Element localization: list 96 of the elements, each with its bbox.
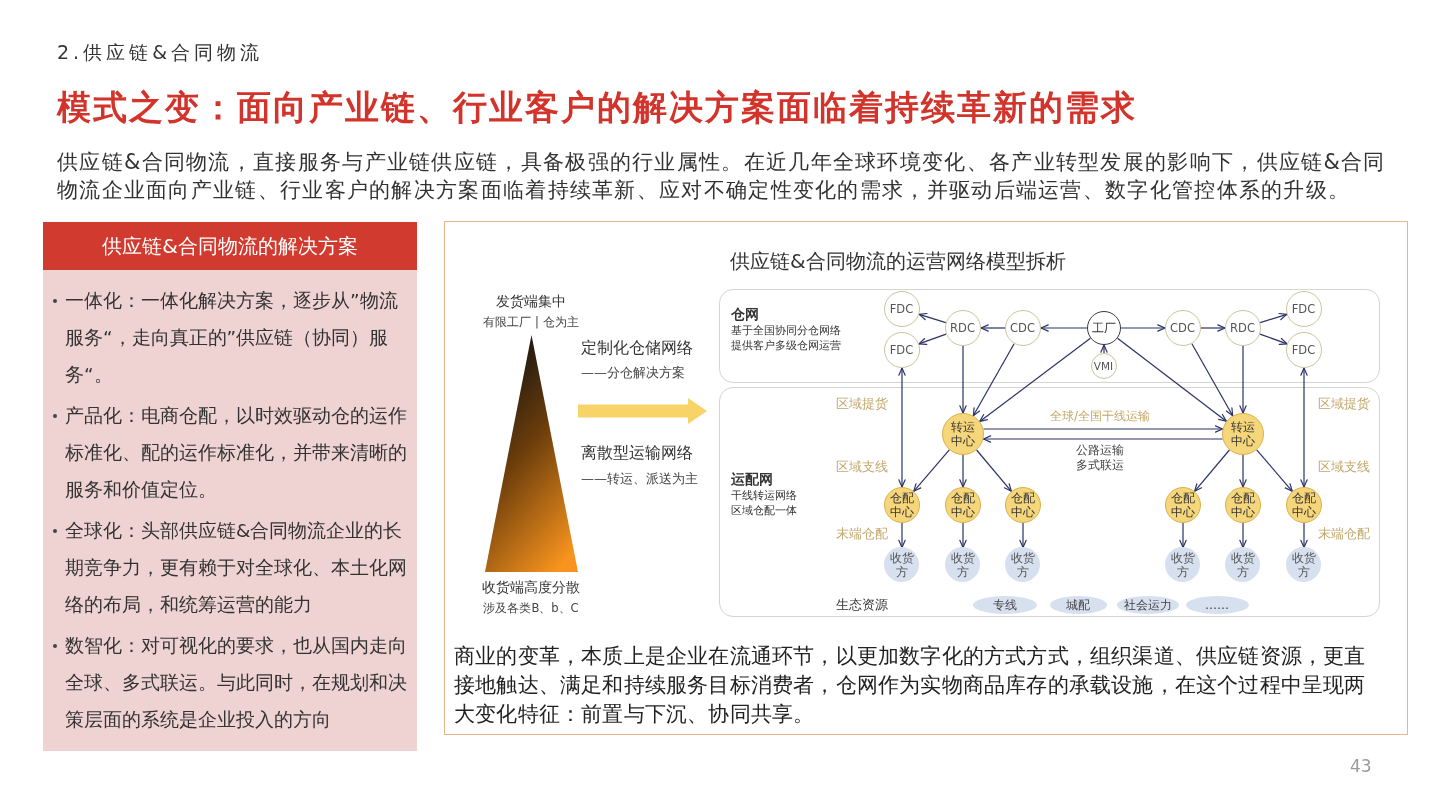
zone-label: 区域支线 — [836, 459, 888, 475]
arrow — [1259, 333, 1288, 345]
receiver-circle: 收货方 — [884, 547, 919, 582]
arrow — [1239, 345, 1247, 414]
zone-label: 末端仓配 — [836, 526, 888, 542]
site-circle: RDC — [944, 309, 981, 346]
resource-pill: …… — [1185, 595, 1249, 614]
receiver-circle: 收货方 — [945, 547, 980, 582]
resource-pill: 专线 — [972, 595, 1037, 614]
edge-label: 全球/全国干线运输 — [1048, 409, 1152, 424]
network-subcaption: ——分仓解决方案 — [581, 365, 685, 382]
arrow — [1239, 522, 1247, 549]
arrow — [1300, 522, 1308, 549]
summary-paragraph: 商业的变革，本质上是企业在流通环节，以更加数字化的方式方式，组织渠道、供应链资源，更直接地触达、满足和持续服务目标消费者，仓网作为实物商品库存的承载设施，在这个过程中呈现两大变化特征：前置与下沉、协同共享。 — [454, 643, 1367, 728]
bullet-text: 一体化：一体化解决方案，逐步从”物流服务“，走向真正的”供应链（协同）服务“。 — [53, 282, 412, 393]
network-caption: 定制化仓储网络 — [581, 339, 693, 359]
figure-frame — [444, 221, 1408, 735]
band-note: 干线转运网络区域仓配一体 — [730, 487, 798, 518]
shape-note: 涉及各类B、b、C — [483, 600, 579, 616]
arrow — [913, 449, 950, 492]
arrow — [1116, 337, 1227, 422]
zone-label: 区域提货 — [836, 396, 888, 412]
arrow — [1120, 324, 1166, 332]
zone-label: 末端仓配 — [1318, 526, 1370, 542]
solution-panel — [43, 222, 417, 751]
site-circle: CDC — [1004, 309, 1041, 346]
arrow — [976, 449, 1012, 492]
page-title: 模式之变：面向产业链、行业客户的解决方案面临着持续革新的需求 — [57, 86, 1137, 128]
hub-circle: 转运中心 — [941, 412, 984, 455]
hub-circle: 仓配中心 — [1285, 486, 1322, 523]
site-circle: CDC — [1164, 309, 1201, 346]
site-circle: RDC — [1224, 309, 1261, 346]
hub-circle: 仓配中心 — [883, 486, 920, 523]
page-number: 43 — [1350, 756, 1372, 778]
double-arrow — [1300, 367, 1308, 488]
hub-circle: 仓配中心 — [1004, 486, 1041, 523]
hub-circle: 仓配中心 — [944, 486, 981, 523]
arrow — [959, 454, 967, 488]
arrow — [1239, 454, 1247, 488]
arrow — [1200, 324, 1226, 332]
network-caption: 离散型运输网络 — [581, 444, 693, 464]
band-title: 运配网 — [730, 469, 774, 488]
arrow — [1191, 343, 1234, 417]
bullet-text: 全球化：头部供应链&合同物流企业的长期竞争力，更有赖于对全球化、本土化网络的布局，和统筹运营的能力 — [53, 512, 412, 623]
intro-paragraph: 供应链&合同物流，直接服务与产业链供应链，具备极强的行业属性。在近几年全球环境变化、各产业转型发展的影响下，供应链&合同物流企业面向产业链、行业客户的解决方案面临着持续革新、应对不确定性变化的需求，并驱动后端运营、数字化管控体系的升级。 — [57, 149, 1387, 204]
hub-circle: 仓配中心 — [1224, 486, 1261, 523]
network-subcaption: ——转运、派送为主 — [581, 471, 698, 488]
receiver-circle: 收货方 — [1225, 547, 1260, 582]
resource-pill: 城配 — [1049, 595, 1107, 614]
site-circle: VMI — [1090, 352, 1117, 379]
shape-note: 有限工厂 | 仓为主 — [483, 314, 579, 330]
arrow — [1194, 449, 1230, 492]
receiver-circle: 收货方 — [1286, 547, 1321, 582]
receiver-circle: 收货方 — [1165, 547, 1200, 582]
arrow — [1179, 522, 1187, 549]
arrow — [982, 425, 1224, 433]
band-title: 仓网 — [730, 304, 760, 323]
double-arrow — [898, 367, 906, 488]
block-arrow — [578, 398, 707, 424]
band-note: 基于全国协同分仓网络提供客户多级仓网运营 — [730, 322, 842, 353]
shape-caption: 收货端高度分散 — [482, 577, 580, 596]
resource-pill: 社会运力 — [1116, 595, 1179, 614]
edge-label: 公路运输多式联运 — [1073, 443, 1127, 473]
arrow — [918, 312, 947, 324]
gradient-triangle — [484, 334, 578, 572]
arrow — [959, 345, 967, 414]
section-heading: 2.供应链&合同物流 — [57, 41, 263, 65]
hub-circle: 转运中心 — [1221, 412, 1264, 455]
arrow — [979, 337, 1091, 422]
hub-circle: 仓配中心 — [1164, 486, 1201, 523]
factory-circle: 工厂 — [1086, 310, 1121, 345]
arrow — [1019, 522, 1027, 549]
zone-label: 区域提货 — [1318, 396, 1370, 412]
bullet-text: 产品化：电商仓配，以时效驱动仓的运作标准化、配的运作标准化，并带来清晰的服务和价值定位。 — [53, 397, 412, 508]
receiver-circle: 收货方 — [1005, 547, 1040, 582]
figure-title: 供应链&合同物流的运营网络模型拆析 — [730, 248, 1066, 274]
row-label: 生态资源 — [836, 597, 888, 613]
arrow — [1040, 324, 1088, 332]
shape-caption: 发货端集中 — [496, 291, 566, 310]
arrow — [1259, 312, 1288, 324]
site-circle: FDC — [883, 331, 920, 368]
arrow — [980, 324, 1006, 332]
arrow — [972, 343, 1015, 417]
bullet-text: 数智化：对可视化的要求，也从国内走向全球、多式联运。与此同时，在规划和决策层面的系统是企业投入的方向 — [53, 627, 412, 738]
site-circle: FDC — [1285, 331, 1322, 368]
arrow — [918, 333, 947, 345]
zone-label: 区域支线 — [1318, 459, 1370, 475]
panel-header: 供应链&合同物流的解决方案 — [43, 222, 417, 270]
arrow — [1100, 344, 1108, 354]
site-circle: FDC — [1285, 290, 1322, 327]
arrow — [959, 522, 967, 549]
site-circle: FDC — [883, 290, 920, 327]
arrow — [898, 522, 906, 549]
arrow — [982, 435, 1224, 443]
arrow — [1256, 449, 1293, 492]
network-band — [718, 288, 1380, 383]
